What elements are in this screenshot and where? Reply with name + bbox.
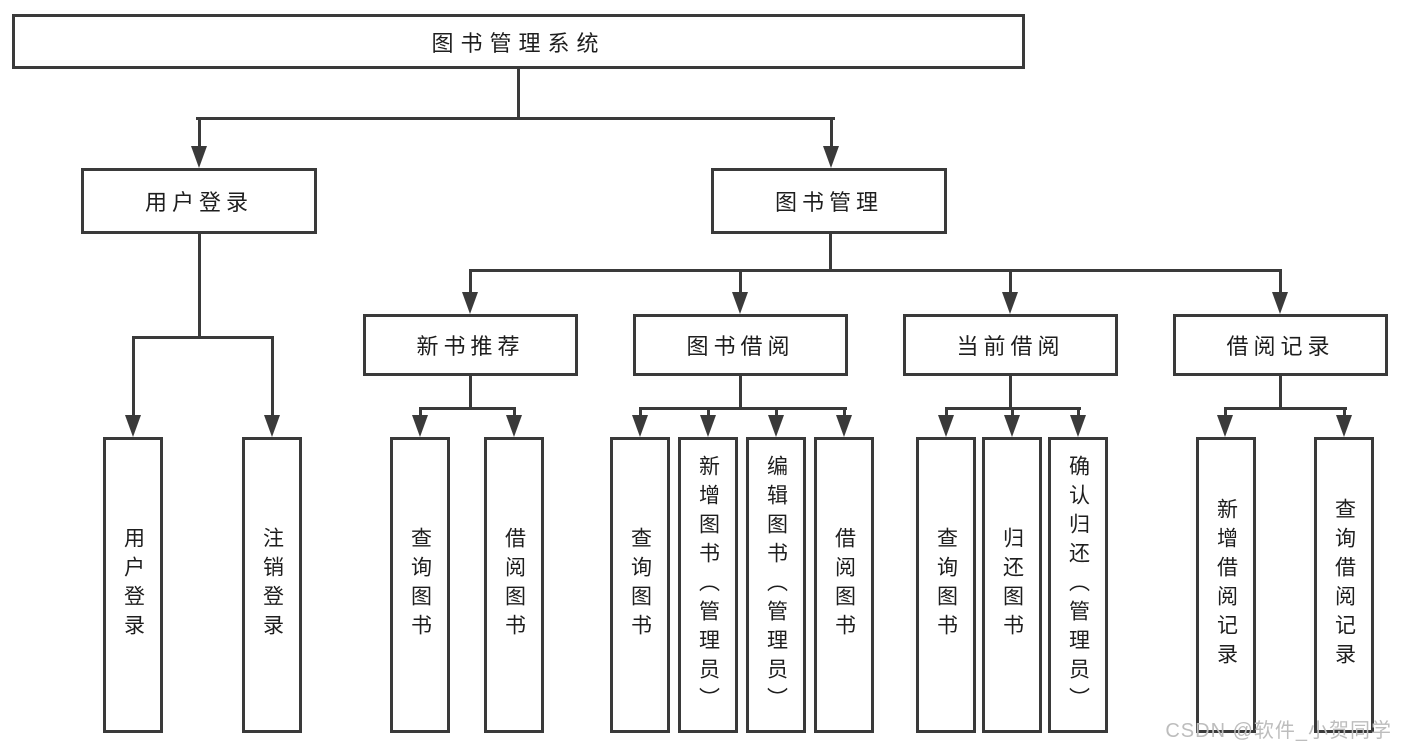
leaf-logout: 注销登录 [242, 437, 302, 733]
connector-line [469, 269, 1282, 272]
arrowhead-down-icon [632, 415, 648, 437]
node-label: 图书管理 [774, 190, 883, 215]
arrowhead-down-icon [1002, 292, 1018, 314]
connector-line [469, 270, 472, 294]
connector-line [843, 408, 846, 417]
node-label: 编辑图书（管理员） [764, 454, 788, 716]
connector-line [132, 336, 274, 339]
connector-line [1009, 376, 1012, 408]
node-label: 图书管理系统 [431, 30, 606, 56]
leaf-add-books-admin: 新增图书（管理员） [678, 437, 738, 733]
leaf-query-borrow-record: 查询借阅记录 [1314, 437, 1374, 733]
node-label: 新增图书（管理员） [696, 454, 720, 716]
connector-line [513, 408, 516, 417]
leaf-query-books-recommend: 查询图书 [390, 437, 450, 733]
connector-line [1224, 408, 1227, 417]
connector-line [198, 234, 201, 337]
leaf-borrow-books-recommend: 借阅图书 [484, 437, 544, 733]
node-label: 注销登录 [260, 527, 284, 643]
node-label: 当前借阅 [956, 334, 1065, 359]
node-label: 查询图书 [628, 527, 652, 643]
leaf-query-books-borrow: 查询图书 [610, 437, 670, 733]
node-root: 图书管理系统 [12, 14, 1025, 69]
connector-line [1279, 376, 1282, 408]
node-book-borrow: 图书借阅 [633, 314, 848, 376]
arrowhead-down-icon [1070, 415, 1086, 437]
node-label: 新书推荐 [416, 334, 525, 359]
node-label: 确认归还（管理员） [1066, 454, 1090, 716]
node-label: 借阅图书 [832, 527, 856, 643]
connector-line [830, 118, 833, 148]
connector-line [775, 408, 778, 417]
connector-line [198, 118, 201, 148]
arrowhead-down-icon [1336, 415, 1352, 437]
arrowhead-down-icon [125, 415, 141, 437]
connector-line [739, 270, 742, 294]
arrowhead-down-icon [462, 292, 478, 314]
arrowhead-down-icon [191, 146, 207, 168]
arrowhead-down-icon [823, 146, 839, 168]
connector-line [639, 407, 847, 410]
arrowhead-down-icon [264, 415, 280, 437]
leaf-query-books-current: 查询图书 [916, 437, 976, 733]
connector-line [469, 376, 472, 408]
arrowhead-down-icon [732, 292, 748, 314]
arrowhead-down-icon [768, 415, 784, 437]
node-borrow-records: 借阅记录 [1173, 314, 1388, 376]
connector-line [1077, 408, 1080, 417]
connector-line [1224, 407, 1347, 410]
node-label: 归还图书 [1000, 527, 1024, 643]
connector-line [739, 376, 742, 408]
connector-line [1011, 408, 1014, 417]
node-label: 借阅图书 [502, 527, 526, 643]
connector-line [419, 408, 422, 417]
connector-line [271, 337, 274, 417]
arrowhead-down-icon [700, 415, 716, 437]
connector-line [829, 234, 832, 270]
leaf-confirm-return-admin: 确认归还（管理员） [1048, 437, 1108, 733]
node-label: 用户登录 [144, 190, 253, 215]
connector-line [517, 69, 520, 118]
connector-line [1009, 270, 1012, 294]
leaf-return-books: 归还图书 [982, 437, 1042, 733]
leaf-edit-books-admin: 编辑图书（管理员） [746, 437, 806, 733]
arrowhead-down-icon [412, 415, 428, 437]
connector-line [419, 407, 516, 410]
node-label: 查询借阅记录 [1332, 498, 1356, 672]
node-label: 借阅记录 [1226, 334, 1335, 359]
arrowhead-down-icon [506, 415, 522, 437]
arrowhead-down-icon [1272, 292, 1288, 314]
node-label: 新增借阅记录 [1214, 498, 1238, 672]
connector-line [1343, 408, 1346, 417]
leaf-borrow-books: 借阅图书 [814, 437, 874, 733]
arrowhead-down-icon [836, 415, 852, 437]
leaf-user-login: 用户登录 [103, 437, 163, 733]
node-user-login: 用户登录 [81, 168, 317, 234]
node-label: 用户登录 [121, 527, 145, 643]
node-new-book-recommend: 新书推荐 [363, 314, 578, 376]
leaf-add-borrow-record: 新增借阅记录 [1196, 437, 1256, 733]
arrowhead-down-icon [938, 415, 954, 437]
connector-line [639, 408, 642, 417]
connector-line [707, 408, 710, 417]
arrowhead-down-icon [1217, 415, 1233, 437]
csdn-watermark: CSDN @软件_小贺同学 [1165, 720, 1392, 742]
connector-line [196, 117, 835, 120]
connector-line [1279, 270, 1282, 294]
node-book-management: 图书管理 [711, 168, 947, 234]
node-label: 查询图书 [408, 527, 432, 643]
node-label: 查询图书 [934, 527, 958, 643]
node-label: 图书借阅 [686, 334, 795, 359]
connector-line [945, 408, 948, 417]
arrowhead-down-icon [1004, 415, 1020, 437]
connector-line [132, 337, 135, 417]
node-current-borrow: 当前借阅 [903, 314, 1118, 376]
